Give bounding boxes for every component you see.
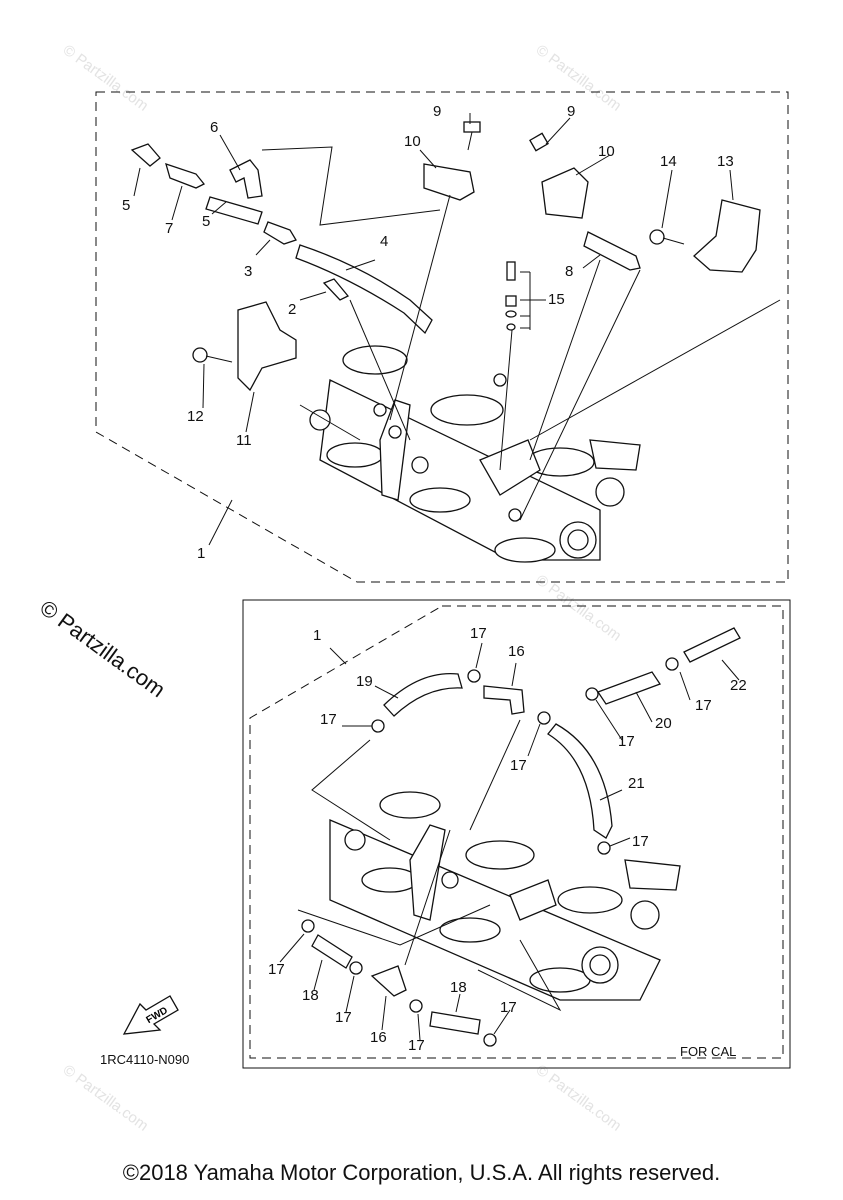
callout-b17b: 17 xyxy=(320,711,337,728)
callout-b17e: 17 xyxy=(695,697,712,714)
diagram-code: 1RC4110-N090 xyxy=(100,1052,190,1067)
callout-b17c: 17 xyxy=(510,757,527,774)
part-4-hose xyxy=(295,244,433,335)
copyright-notice: ©2018 Yamaha Motor Corporation, U.S.A. A… xyxy=(122,1160,721,1185)
part-3-fitting xyxy=(263,221,297,245)
callout-10b: 10 xyxy=(598,143,615,160)
part-6-elbow-hose xyxy=(229,159,263,199)
part-5-cap xyxy=(130,143,161,167)
callout-10a: 10 xyxy=(404,133,421,150)
callout-b17i: 17 xyxy=(408,1037,425,1054)
callout-b17f: 17 xyxy=(632,833,649,850)
callout-9b: 9 xyxy=(567,103,575,120)
callout-b21: 21 xyxy=(628,775,645,792)
callout-12: 12 xyxy=(187,408,204,425)
bottom-callouts: 1 16 16 17 17 17 17 17 17 17 17 17 17 18… xyxy=(268,625,747,1054)
top-assembly: 1 2 3 4 5 5 6 7 8 9 9 10 10 11 12 13 14 … xyxy=(95,91,789,583)
callout-15: 15 xyxy=(548,291,565,308)
top-throttle-body xyxy=(309,345,641,563)
part-21-hose xyxy=(547,723,613,839)
fwd-arrow: FWD xyxy=(122,995,179,1035)
watermark-mid-right: © Partzilla.com xyxy=(533,571,625,644)
bottom-assembly-boundary xyxy=(249,605,784,1059)
callout-b17h: 17 xyxy=(335,1009,352,1026)
watermark-bottom-left: © Partzilla.com xyxy=(60,1061,152,1134)
top-leader-lines xyxy=(133,113,781,546)
part-9-bolt-left xyxy=(463,121,481,151)
callout-b22: 22 xyxy=(730,677,747,694)
part-17-clamps xyxy=(301,657,679,1047)
watermark-top-left: © Partzilla.com xyxy=(60,41,152,114)
callout-b17a: 17 xyxy=(470,625,487,642)
for-cal-frame xyxy=(242,599,791,1069)
part-2-joint xyxy=(322,278,350,301)
part-9-bolt-right xyxy=(529,132,549,152)
part-7-joint xyxy=(165,162,206,189)
part-16-tee-bottom xyxy=(370,965,407,997)
callout-7: 7 xyxy=(165,220,173,237)
callout-14: 14 xyxy=(660,153,677,170)
callout-b19: 19 xyxy=(356,673,373,690)
part-15-valve-set xyxy=(505,261,517,331)
part-10-sensor-left xyxy=(423,163,475,201)
callout-5b: 5 xyxy=(202,213,210,230)
top-assembly-boundary xyxy=(95,91,789,583)
callout-13: 13 xyxy=(717,153,734,170)
callout-5a: 5 xyxy=(122,197,130,214)
part-10-sensor-right xyxy=(541,167,589,219)
callout-4: 4 xyxy=(380,233,388,250)
callout-2: 2 xyxy=(288,301,296,318)
top-callouts: 1 2 3 4 5 5 6 7 8 9 9 10 10 11 12 13 14 … xyxy=(122,103,734,562)
part-18-hose-right xyxy=(429,1011,481,1035)
callout-b18b: 18 xyxy=(450,979,467,996)
bottom-leader-lines xyxy=(279,642,740,1041)
part-20-hose xyxy=(597,671,661,705)
callout-b17j: 17 xyxy=(500,999,517,1016)
callout-b1: 1 xyxy=(313,627,321,644)
callout-b17d: 17 xyxy=(618,733,635,750)
part-19-hose xyxy=(383,672,463,717)
callout-b18a: 18 xyxy=(302,987,319,1004)
part-18-hose-left xyxy=(311,934,353,969)
part-11-sensor xyxy=(237,301,297,392)
part-14-screw xyxy=(649,229,685,245)
callout-b16b: 16 xyxy=(370,1029,387,1046)
part-16-tee-top xyxy=(483,685,525,715)
callout-3: 3 xyxy=(244,263,252,280)
part-8-hose xyxy=(583,231,641,271)
bottom-throttle-body xyxy=(329,791,681,1001)
callout-11: 11 xyxy=(236,432,252,449)
part-12-screw xyxy=(192,347,233,363)
bottom-assembly: FWD xyxy=(122,599,791,1069)
callout-b17g: 17 xyxy=(268,961,285,978)
callout-9a: 9 xyxy=(433,103,441,120)
callout-8: 8 xyxy=(565,263,573,280)
callout-b20: 20 xyxy=(655,715,672,732)
callout-b16a: 16 xyxy=(508,643,525,660)
callout-6: 6 xyxy=(210,119,218,136)
watermark-top-right: © Partzilla.com xyxy=(533,41,625,114)
part-5-hose-straight xyxy=(205,196,263,225)
watermark-bottom-right: © Partzilla.com xyxy=(533,1061,625,1134)
part-13-sensor xyxy=(693,199,761,273)
callout-1: 1 xyxy=(197,545,205,562)
part-22-fitting xyxy=(683,627,741,663)
for-cal-label: FOR CAL xyxy=(680,1044,737,1059)
